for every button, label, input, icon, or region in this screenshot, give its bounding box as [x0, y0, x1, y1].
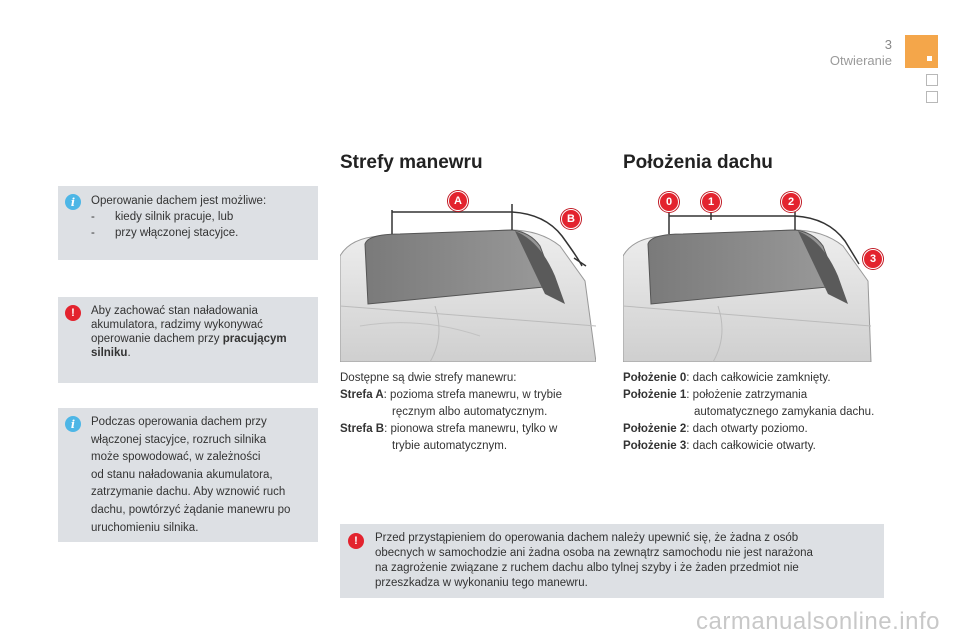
zones-description: Dostępne są dwie strefy manewru: Strefa … — [340, 370, 605, 455]
position-marker-3: 3 — [863, 249, 883, 269]
zone-marker-b: B — [561, 209, 581, 229]
note-intro: Operowanie dachem jest możliwe: — [91, 195, 267, 207]
info-icon: i — [65, 194, 81, 210]
roof-zones-illustration: A B — [339, 186, 597, 363]
page-number: 3 — [884, 37, 892, 52]
car-roof-image — [339, 204, 597, 363]
note-text: Podczas operowania dachem przy włączonej… — [91, 416, 291, 534]
warning-icon: ! — [348, 533, 364, 549]
position-marker-2: 2 — [781, 192, 801, 212]
note-text: Przed przystąpieniem do operowania dache… — [375, 532, 813, 589]
list-item: Położenie 0: dach całkowicie zamknięty. — [623, 372, 831, 384]
info-note: i Operowanie dachem jest możliwe: -kiedy… — [58, 186, 318, 260]
note-text: Aby zachować stan naładowania akumulator… — [91, 305, 287, 359]
list-item: Strefa A: pozioma strefa manewru, w tryb… — [340, 389, 562, 401]
list-item: -przy włączonej stacyjce. — [91, 227, 239, 239]
roof-positions-illustration: 0 1 2 3 — [622, 186, 883, 363]
section-tab-active[interactable] — [905, 35, 938, 68]
section-tab[interactable] — [926, 74, 938, 86]
list-item: Położenie 2: dach otwarty poziomo. — [623, 423, 808, 435]
position-marker-0: 0 — [659, 192, 679, 212]
list-item: Położenie 1: położenie zatrzymania — [623, 389, 808, 401]
watermark: carmanualsonline.info — [696, 608, 940, 635]
section-tab[interactable] — [926, 91, 938, 103]
section-title: Otwieranie — [829, 53, 892, 68]
section-heading: Strefy manewru — [340, 152, 483, 173]
positions-description: Położenie 0: dach całkowicie zamknięty. … — [623, 370, 903, 455]
info-icon: i — [65, 416, 81, 432]
list-item: Położenie 3: dach całkowicie otwarty. — [623, 440, 816, 452]
car-roof-image — [622, 208, 872, 363]
position-marker-1: 1 — [701, 192, 721, 212]
list-item: Strefa B: pionowa strefa manewru, tylko … — [340, 423, 558, 435]
section-heading: Położenia dachu — [623, 152, 773, 173]
warning-icon: ! — [65, 305, 81, 321]
warning-note: ! Aby zachować stan naładowania akumulat… — [58, 297, 318, 383]
list-item: -kiedy silnik pracuje, lub — [91, 211, 234, 223]
info-note: i Podczas operowania dachem przy włączon… — [58, 408, 318, 542]
warning-note: ! Przed przystąpieniem do operowania dac… — [340, 524, 884, 598]
zone-marker-a: A — [448, 191, 468, 211]
